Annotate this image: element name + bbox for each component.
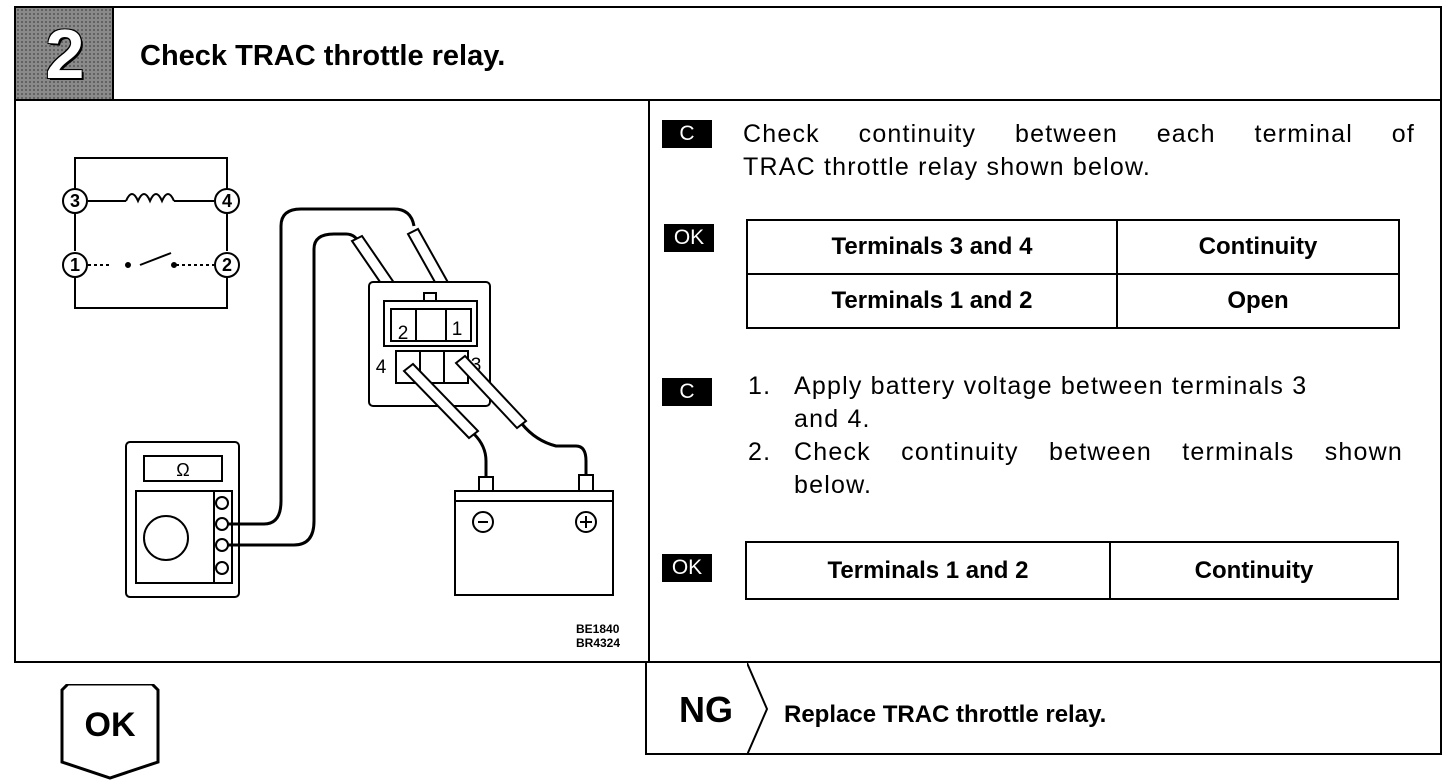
connector-terminal-label: 2 [398, 323, 409, 344]
instruction-line: Check continuity between terminals shown [794, 438, 1403, 466]
ok-result-badge: OK [60, 684, 160, 780]
schematic-terminal-label: 3 [70, 191, 80, 211]
table-cell-terminals: Terminals 1 and 2 [746, 273, 1118, 329]
table-cell-result: Open [1116, 273, 1400, 329]
ng-action: Replace TRAC throttle relay. [784, 701, 1107, 728]
check-tag: C [662, 378, 712, 406]
check-tag: C [662, 120, 712, 148]
relay-schematic [62, 157, 240, 309]
ng-label: NG [679, 689, 733, 730]
ohm-symbol: Ω [176, 460, 189, 480]
result-table: Terminals 3 and 4 Continuity Terminals 1… [746, 219, 1400, 329]
ok-label: OK [84, 706, 136, 744]
ng-chevron [747, 663, 769, 755]
step-number: 2 [45, 15, 85, 93]
ohmmeter [125, 441, 240, 598]
connector-terminal-label: 1 [452, 319, 463, 340]
ok-tag: OK [664, 224, 714, 252]
meter-leads [228, 207, 416, 547]
schematic-terminal-label: 1 [70, 255, 80, 275]
table-cell-terminals: Terminals 1 and 2 [745, 541, 1111, 600]
connector-terminal-label: 4 [376, 357, 387, 378]
connector-terminal-label: 3 [471, 355, 482, 376]
step-title: Check TRAC throttle relay. [140, 40, 506, 72]
table-row: Terminals 1 and 2 Continuity [745, 541, 1399, 600]
ok-tag: OK [662, 554, 712, 582]
step-number-box [16, 8, 114, 99]
check-steps: 1. Apply battery voltage between termina… [748, 370, 1403, 502]
figure-code-line: BR4324 [576, 636, 621, 650]
result-table: Terminals 1 and 2 Continuity [745, 541, 1399, 600]
column-divider [648, 99, 650, 661]
instruction-line: TRAC throttle relay shown below. [743, 153, 1152, 181]
battery [454, 474, 614, 596]
instruction-line: and 4. [794, 405, 871, 433]
table-cell-result: Continuity [1116, 219, 1400, 275]
relay-connector [368, 281, 491, 407]
figure-code: BE1840 BR4324 [576, 622, 620, 650]
step-header: 2 Check TRAC throttle relay. [14, 6, 1442, 101]
schematic-terminal-label: 4 [222, 191, 232, 211]
battery-leads [472, 423, 588, 481]
instruction-line: Check continuity between each terminal o… [743, 120, 1415, 148]
instruction-line: below. [794, 471, 873, 499]
check-instruction: Check continuity between each terminal o… [743, 118, 1415, 184]
schematic-terminal-label: 2 [222, 255, 232, 275]
ng-result-box: NG Replace TRAC throttle relay. [645, 663, 1442, 755]
step-number-label: 2. [748, 438, 772, 466]
step-number-label: 1. [748, 372, 772, 400]
ok-arrow-box [60, 684, 160, 780]
table-row: Terminals 1 and 2 Open [746, 273, 1400, 329]
step-item: 2. Check continuity between terminals sh… [748, 436, 1403, 502]
table-row: Terminals 3 and 4 Continuity [746, 219, 1400, 275]
step-item: 1. Apply battery voltage between termina… [748, 370, 1403, 436]
table-cell-result: Continuity [1109, 541, 1399, 600]
table-cell-terminals: Terminals 3 and 4 [746, 219, 1118, 275]
instruction-line: Apply battery voltage between terminals … [794, 372, 1308, 400]
content-frame [14, 99, 1442, 663]
figure-code-line: BE1840 [576, 622, 620, 636]
wiring-illustration: 3 4 1 2 Ω 2 1 4 [62, 157, 614, 598]
